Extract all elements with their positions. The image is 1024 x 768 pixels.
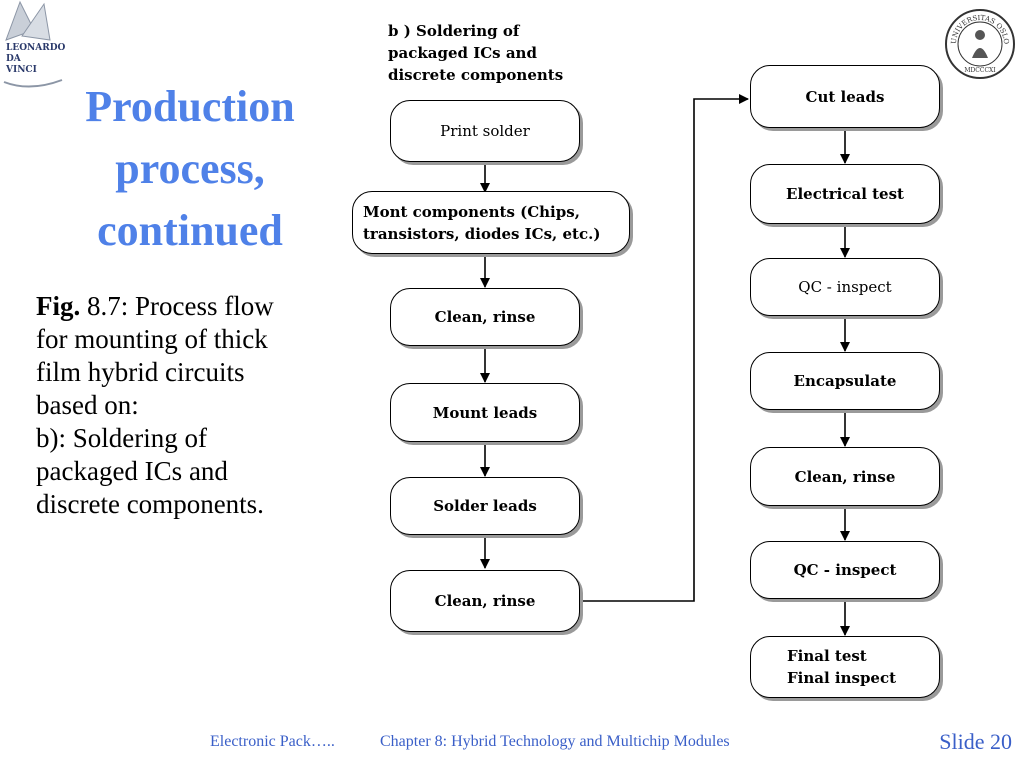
fig-label: Fig.	[36, 291, 81, 321]
node-final-test-inspect: Final test Final inspect	[750, 636, 940, 698]
node-cut-leads: Cut leads	[750, 65, 940, 128]
node-print-solder: Print solder	[390, 100, 580, 162]
university-seal: UNIVERSITAS OSLOENSIS MDCCCXI	[941, 2, 1016, 80]
caption-line-7: discrete components.	[36, 489, 264, 519]
caption-line-1-rest: 8.7: Process flow	[80, 291, 274, 321]
node-mount-leads-label: Mount leads	[432, 403, 538, 422]
leonardo-da-vinci-logo: LEONARDO DA VINCI	[0, 0, 78, 100]
node-solder-leads-label: Solder leads	[433, 497, 537, 515]
caption-line-2: for mounting of thick	[36, 324, 268, 354]
caption-line-6: packaged ICs and	[36, 456, 228, 486]
footer-chapter: Chapter 8: Hybrid Technology and Multich…	[380, 733, 730, 750]
caption-line-4: based on:	[36, 390, 139, 420]
node-clean-rinse-2: Clean, rinse	[390, 570, 580, 632]
node-print-solder-label: Print solder	[440, 122, 530, 140]
node-encapsulate: Encapsulate	[750, 352, 940, 410]
node-cut-leads-label: Cut leads	[805, 87, 885, 106]
diagram-heading-line-3: discrete components	[388, 66, 564, 84]
node-electrical-test-label: Electrical test	[786, 185, 904, 203]
node-mount-components-label: Mont components (Chips, transistors, dio…	[363, 202, 601, 243]
node-solder-leads: Solder leads	[390, 477, 580, 535]
title-line-1: Production	[85, 82, 295, 131]
slide-number: Slide 20	[939, 729, 1012, 754]
diagram-heading-line-2: packaged ICs and	[388, 44, 537, 62]
node-mount-leads: Mount leads	[390, 383, 580, 442]
slide-title: Production process, continued	[40, 76, 340, 262]
title-line-3: continued	[97, 206, 283, 255]
logo-line-2: DA	[6, 54, 22, 64]
node-qc-inspect-2: QC - inspect	[750, 541, 940, 599]
node-clean-rinse-2-label: Clean, rinse	[434, 592, 536, 610]
node-clean-rinse-1: Clean, rinse	[390, 288, 580, 346]
title-line-2: process,	[115, 144, 265, 193]
node-final-test-inspect-label: Final test Final inspect	[787, 647, 897, 687]
caption-line-1: Fig. 8.7: Process flow	[36, 290, 356, 323]
node-clean-rinse-3: Clean, rinse	[750, 447, 940, 506]
caption-line-3: film hybrid circuits	[36, 357, 245, 387]
node-mount-components: Mont components (Chips, transistors, dio…	[352, 191, 630, 254]
node-electrical-test: Electrical test	[750, 164, 940, 224]
connector-to-right-column	[580, 94, 749, 602]
node-qc-inspect-2-label: QC - inspect	[793, 561, 897, 579]
node-clean-rinse-3-label: Clean, rinse	[794, 467, 896, 486]
node-encapsulate-label: Encapsulate	[793, 372, 897, 390]
seal-date-text: MDCCCXI	[964, 67, 996, 74]
logo-line-3: VINCI	[5, 65, 37, 75]
node-clean-rinse-1-label: Clean, rinse	[434, 308, 536, 326]
caption-line-5: b): Soldering of	[36, 423, 207, 453]
logo-line-1: LEONARDO	[6, 43, 66, 53]
node-qc-inspect-1-label: QC - inspect	[798, 278, 892, 296]
diagram-heading-line-1: b ) Soldering of	[388, 22, 520, 40]
figure-caption: Fig. 8.7: Process flow for mounting of t…	[36, 290, 356, 521]
diagram-heading: b ) Soldering of packaged ICs and discre…	[388, 20, 563, 86]
node-qc-inspect-1: QC - inspect	[750, 258, 940, 316]
footer-left: Electronic Pack…..	[210, 733, 335, 750]
